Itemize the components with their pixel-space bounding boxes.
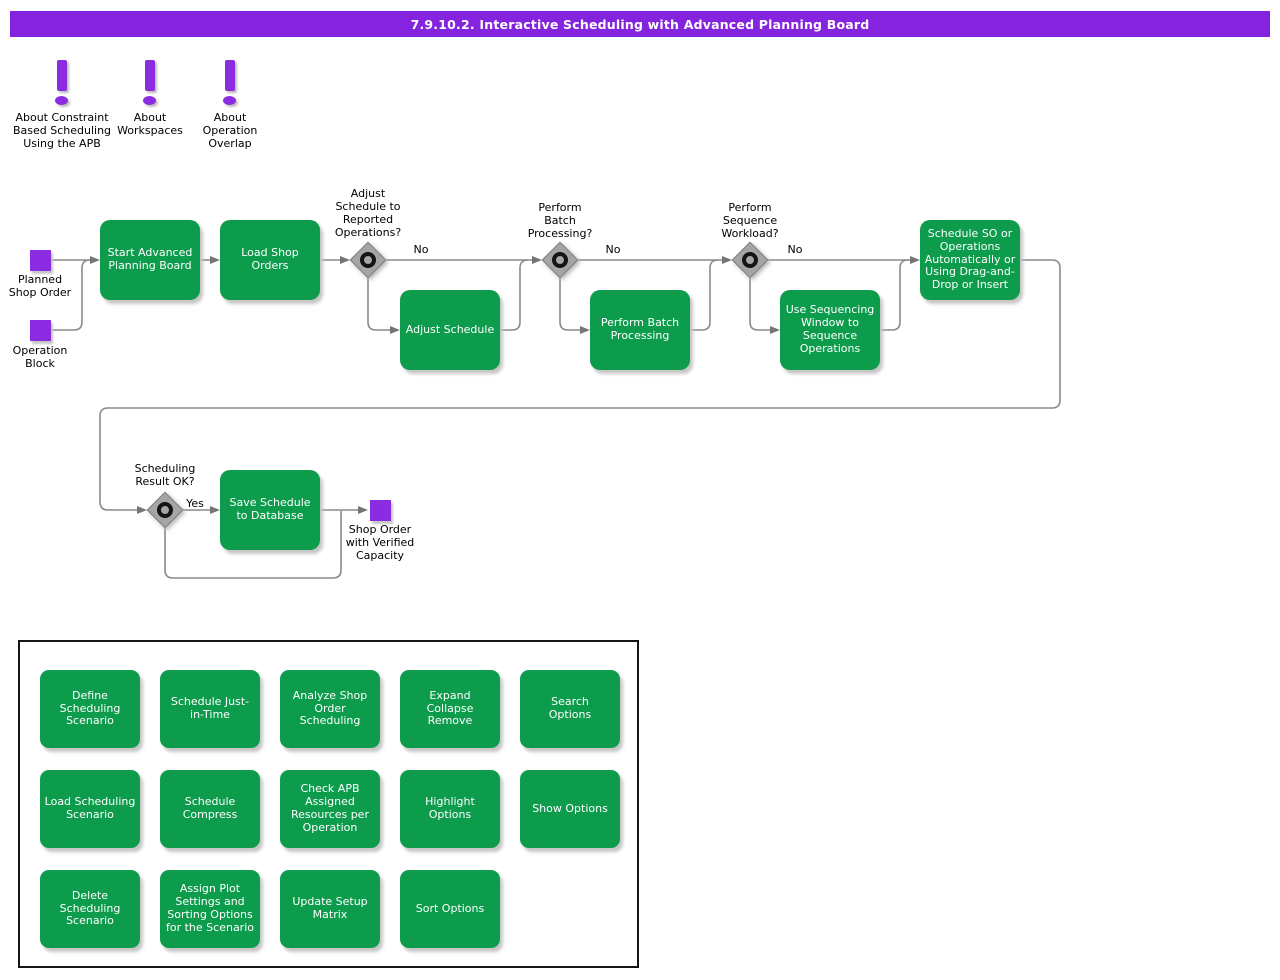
button-sort-options[interactable]: Sort Options	[400, 870, 500, 948]
flow-connector	[99, 259, 1061, 514]
step-use-sequencing-window[interactable]: Use Sequencing Window to Sequence Operat…	[780, 290, 880, 370]
edge-label-no-2: No	[605, 243, 621, 256]
button-highlight-options[interactable]: Highlight Options	[400, 770, 500, 848]
edge-label-no-3: No	[787, 243, 803, 256]
decision-sequence-workload-diamond	[731, 241, 768, 278]
flow-connector	[367, 278, 400, 334]
toolbox-panel: Define Scheduling Scenario Schedule Just…	[18, 640, 639, 968]
edge-label-yes: Yes	[186, 497, 204, 510]
step-perform-batch-processing[interactable]: Perform Batch Processing	[590, 290, 690, 370]
info-link-label: About Operation Overlap	[202, 111, 258, 150]
decision-adjust-schedule-diamond	[349, 241, 386, 278]
button-assign-plot-settings[interactable]: Assign Plot Settings and Sorting Options…	[160, 870, 260, 948]
event-planned-shop-order[interactable]	[30, 250, 51, 271]
decision-label-sequence-workload: Perform Sequence Workload?	[721, 201, 779, 240]
exclamation-icon	[55, 60, 69, 106]
flow-connector	[164, 511, 342, 579]
edge-label-no-1: No	[413, 243, 429, 256]
button-show-options[interactable]: Show Options	[520, 770, 620, 848]
decision-ring-icon	[741, 251, 758, 268]
step-start-advanced-planning-board[interactable]: Start Advanced Planning Board	[100, 220, 200, 300]
event-label-planned-shop-order: Planned Shop Order	[8, 273, 72, 299]
decision-ring-icon	[359, 251, 376, 268]
event-label-operation-block: Operation Block	[12, 344, 68, 370]
step-adjust-schedule[interactable]: Adjust Schedule	[400, 290, 500, 370]
decision-batch-processing-diamond	[541, 241, 578, 278]
info-link-workspaces[interactable]: About Workspaces	[90, 60, 210, 138]
button-load-scheduling-scenario[interactable]: Load Scheduling Scenario	[40, 770, 140, 848]
button-check-apb-assigned-resources[interactable]: Check APB Assigned Resources per Operati…	[280, 770, 380, 848]
button-search-options[interactable]: Search Options	[520, 670, 620, 748]
event-operation-block[interactable]	[30, 320, 51, 341]
button-update-setup-matrix[interactable]: Update Setup Matrix	[280, 870, 380, 948]
step-save-schedule-to-database[interactable]: Save Schedule to Database	[220, 470, 320, 550]
flow-connector	[559, 278, 590, 334]
exclamation-icon	[143, 60, 157, 106]
event-label-shop-order-verified-capacity: Shop Order with Verified Capacity	[345, 523, 415, 562]
button-define-scheduling-scenario[interactable]: Define Scheduling Scenario	[40, 670, 140, 748]
exclamation-icon	[223, 60, 237, 106]
info-link-operation-overlap[interactable]: About Operation Overlap	[170, 60, 290, 151]
button-schedule-compress[interactable]: Schedule Compress	[160, 770, 260, 848]
button-expand-collapse-remove[interactable]: Expand Collapse Remove	[400, 670, 500, 748]
button-delete-scheduling-scenario[interactable]: Delete Scheduling Scenario	[40, 870, 140, 948]
decision-label-adjust-schedule: Adjust Schedule to Reported Operations?	[334, 187, 402, 239]
title-bar: 7.9.10.2. Interactive Scheduling with Ad…	[10, 11, 1270, 37]
event-shop-order-verified-capacity[interactable]	[370, 500, 391, 521]
button-schedule-just-in-time[interactable]: Schedule Just- in-Time	[160, 670, 260, 748]
decision-ring-icon	[156, 501, 173, 518]
flow-connector	[690, 259, 719, 331]
step-load-shop-orders[interactable]: Load Shop Orders	[220, 220, 320, 300]
decision-label-batch-processing: Perform Batch Processing?	[527, 201, 593, 240]
flow-connector	[749, 278, 780, 334]
decision-scheduling-result-diamond	[146, 491, 183, 528]
button-analyze-shop-order-scheduling[interactable]: Analyze Shop Order Scheduling	[280, 670, 380, 748]
step-schedule-so-operations[interactable]: Schedule SO or Operations Automatically …	[920, 220, 1020, 300]
info-link-constraint-based-scheduling[interactable]: About Constraint Based Scheduling Using …	[2, 60, 122, 151]
flow-connector	[880, 259, 909, 331]
decision-label-scheduling-result: Scheduling Result OK?	[134, 462, 196, 488]
info-link-label: About Workspaces	[117, 111, 183, 137]
flow-connector	[500, 259, 529, 331]
page-title: 7.9.10.2. Interactive Scheduling with Ad…	[410, 16, 870, 32]
decision-ring-icon	[551, 251, 568, 268]
info-link-label: About Constraint Based Scheduling Using …	[12, 111, 112, 150]
flow-connector	[51, 259, 91, 331]
